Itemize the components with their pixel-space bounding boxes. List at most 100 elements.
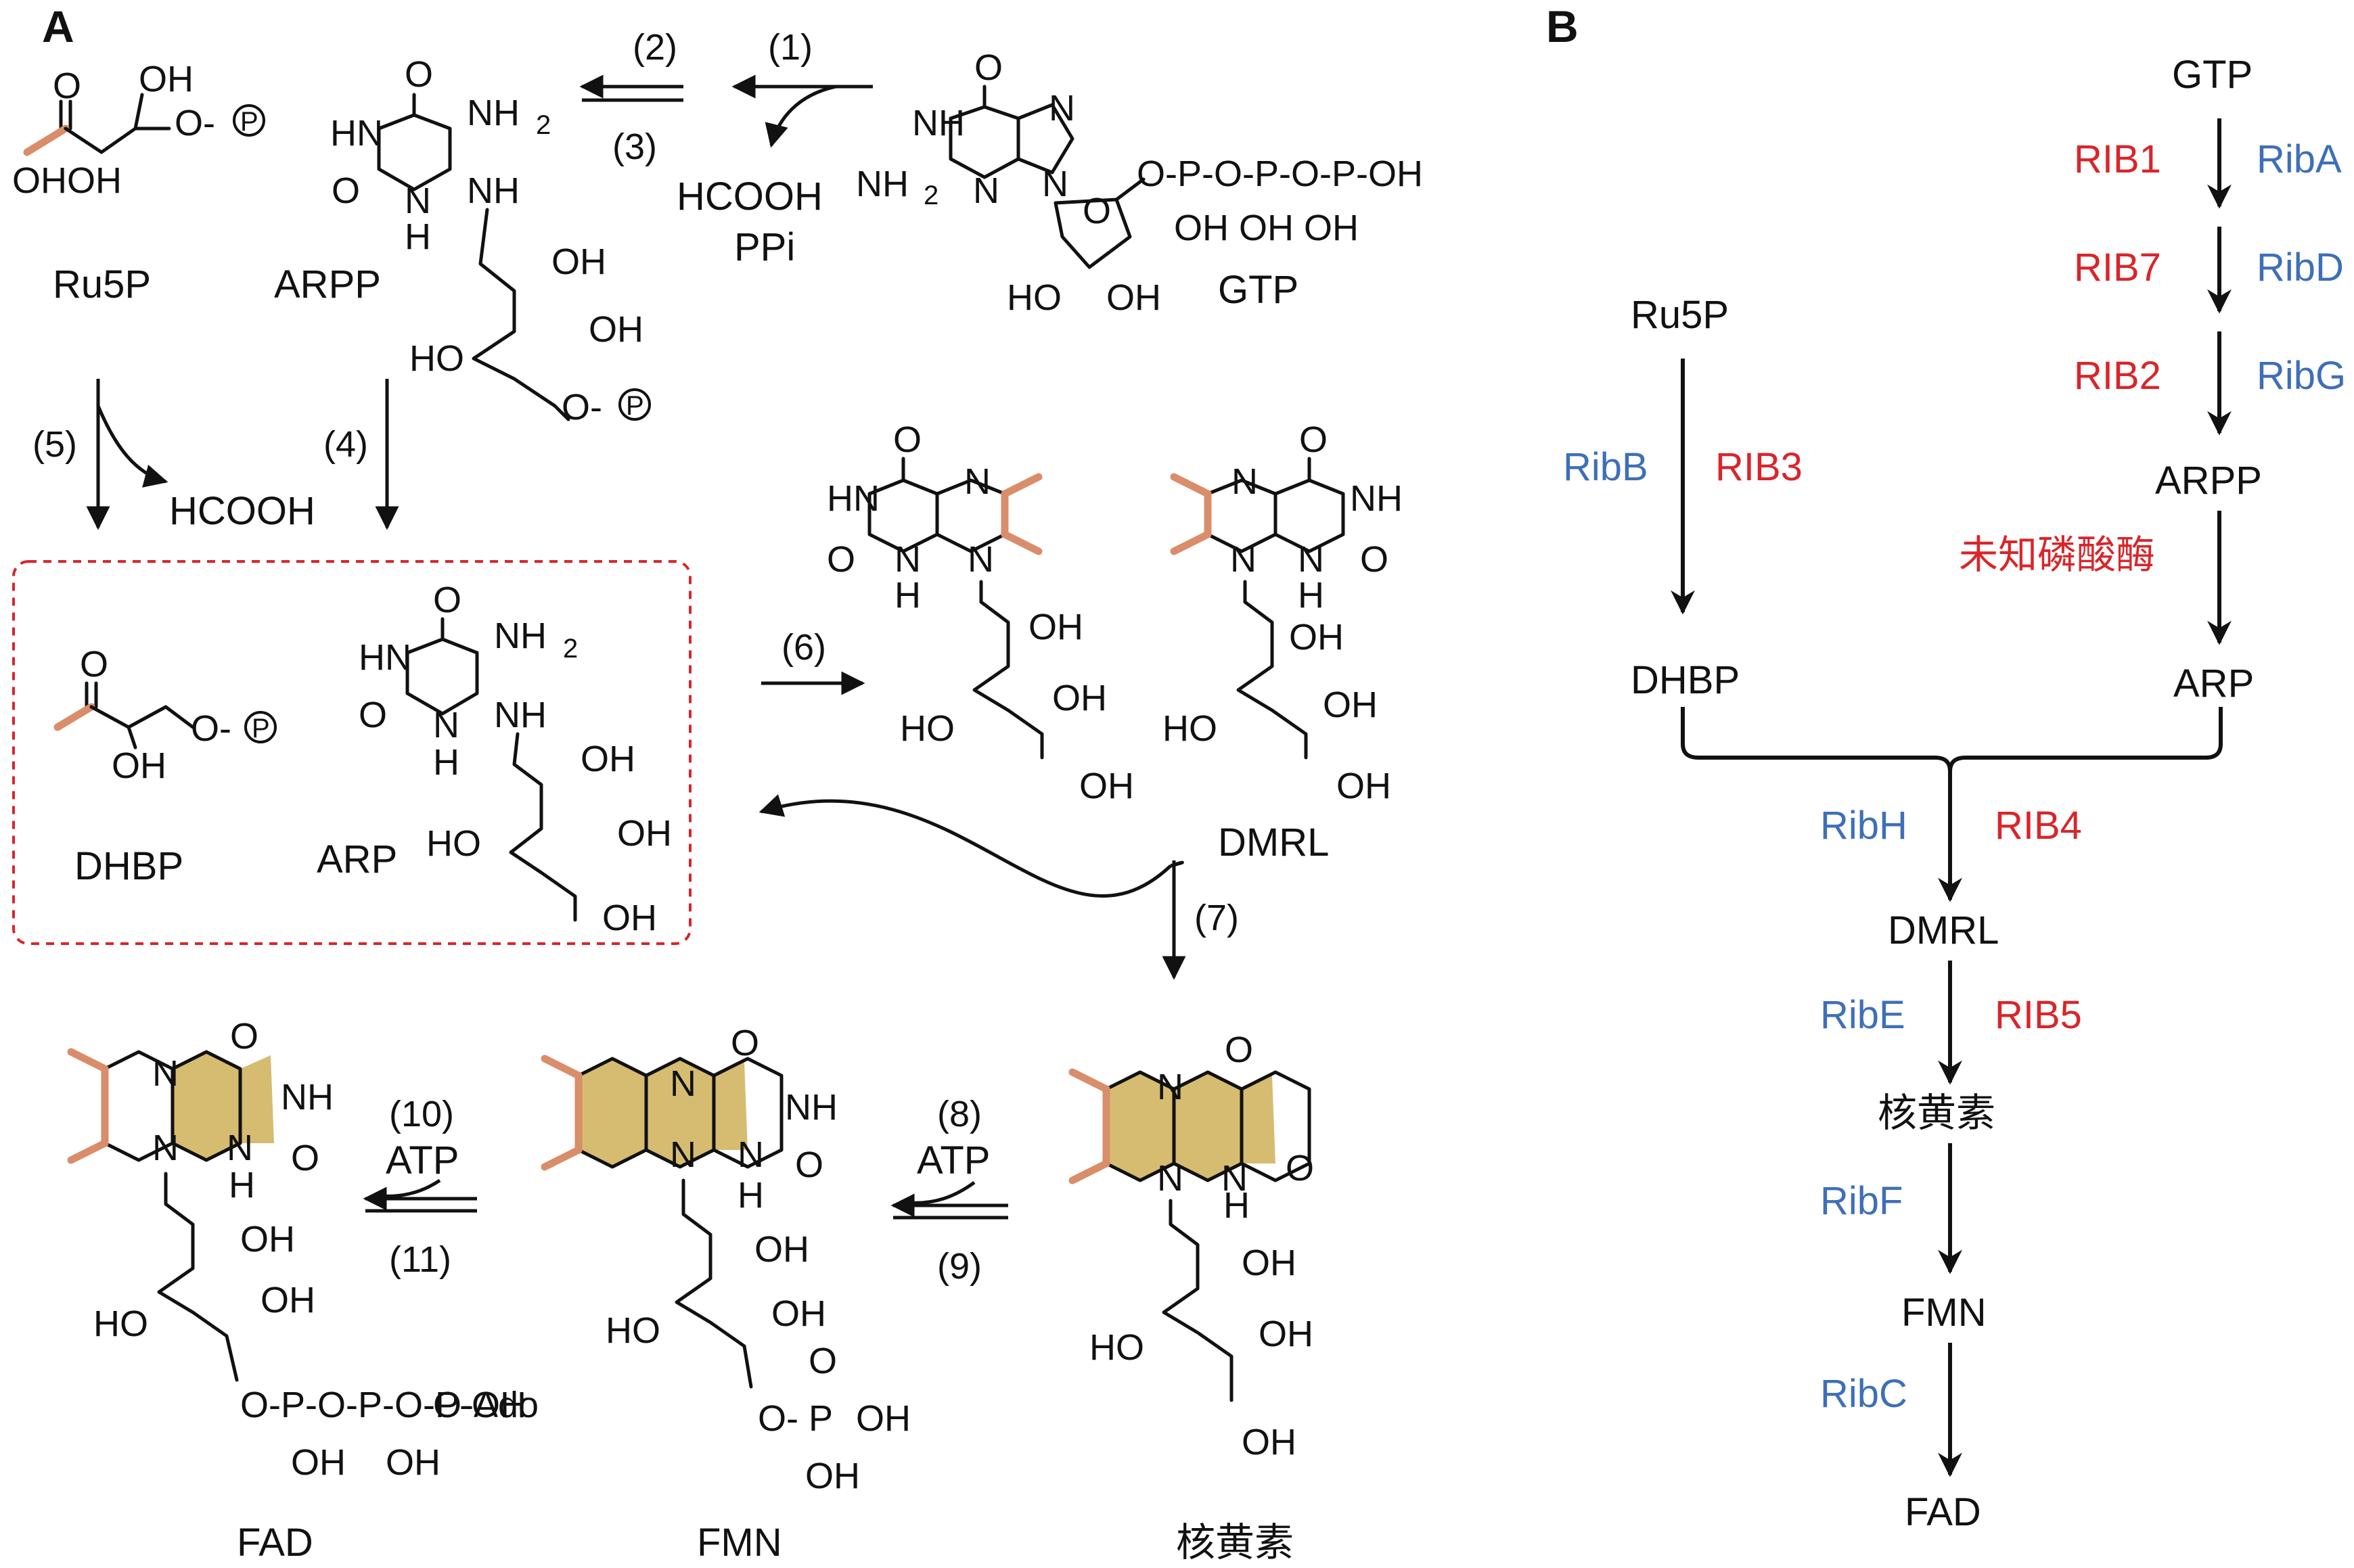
dmrl1-oh-3: OH bbox=[1079, 766, 1134, 806]
gtp-phosphate-chain: O-P-O-P-O-P-OH bbox=[1137, 154, 1423, 194]
fad-n1: N bbox=[227, 1128, 253, 1168]
b-dmrl: DMRL bbox=[1888, 908, 1999, 952]
b-gtp: GTP bbox=[2172, 53, 2253, 97]
dmrl2-o-right: O bbox=[1360, 539, 1388, 580]
dhbp-op: O- bbox=[191, 708, 231, 749]
dmrl1-h: H bbox=[895, 575, 921, 616]
dmrl1-o-left: O bbox=[827, 539, 855, 580]
step-5: (5) bbox=[32, 424, 77, 465]
arp-structure: O HN NH 2 O NH N H OH OH HO OH bbox=[359, 580, 672, 938]
dhbp-structure: O O- P OH bbox=[53, 644, 277, 786]
step-4: (4) bbox=[323, 424, 368, 465]
fad-p-oh-1: OH bbox=[291, 1442, 346, 1483]
ru5p-p-circle: P bbox=[240, 107, 258, 137]
ru5p-oh-top: OH bbox=[139, 59, 194, 99]
arpp-hn: HN bbox=[330, 113, 383, 154]
b-ribe: RibE bbox=[1820, 993, 1905, 1037]
step-2: (2) bbox=[633, 27, 677, 68]
arpp-nh2: NH bbox=[467, 93, 520, 133]
arp-n: N bbox=[433, 705, 459, 745]
fad-o-right: O bbox=[291, 1138, 319, 1178]
dhbp-p-circle: P bbox=[252, 714, 270, 743]
arpp-nh2-sub: 2 bbox=[536, 110, 551, 140]
step-1: (1) bbox=[768, 27, 813, 68]
gtp-ring-o: O bbox=[1083, 191, 1111, 231]
fmn-p-o: O bbox=[809, 1341, 837, 1381]
b-rib2: RIB2 bbox=[2074, 354, 2161, 398]
arp-nh: NH bbox=[494, 695, 547, 735]
fad-label: FAD bbox=[237, 1521, 313, 1565]
dmrl1-ho: HO bbox=[900, 708, 955, 749]
fmn-h: H bbox=[738, 1175, 764, 1216]
dmrl2-n5: N bbox=[1231, 461, 1258, 502]
gtp-structure: O NH N NH 2 N N O O-P-O-P-O-P-OH OH OH O… bbox=[856, 47, 1423, 318]
arpp-o-top: O bbox=[405, 54, 433, 95]
arpp-structure: O HN NH 2 O NH N H OH OH HO O- P bbox=[330, 54, 651, 428]
b-arpp: ARPP bbox=[2155, 459, 2262, 503]
rf-n10: N bbox=[1157, 1158, 1183, 1199]
dmrl2-ho: HO bbox=[1162, 708, 1217, 749]
gtp-phosphate-oh: OH OH OH bbox=[1174, 208, 1359, 248]
b-ribd: RibD bbox=[2257, 246, 2344, 290]
rf-oh-2: OH bbox=[1259, 1314, 1313, 1354]
fmn-o-right: O bbox=[795, 1145, 823, 1185]
arp-o-left: O bbox=[359, 695, 387, 735]
ru5p-label: Ru5P bbox=[53, 262, 151, 306]
dmrl1-hn: HN bbox=[827, 478, 880, 519]
arp-o-top: O bbox=[433, 580, 461, 620]
fmn-oh-2: OH bbox=[771, 1293, 826, 1334]
dhbp-label: DHBP bbox=[74, 844, 183, 888]
b-rib1: RIB1 bbox=[2074, 137, 2161, 181]
riboflavin-structure: O N N N O H OH OH HO OH bbox=[1068, 1030, 1314, 1462]
b-ribh: RibH bbox=[1820, 804, 1907, 848]
rf-n5: N bbox=[1157, 1067, 1183, 1107]
b-fmn: FMN bbox=[1901, 1291, 1987, 1335]
arp-ho: HO bbox=[426, 823, 481, 864]
gtp-n9: N bbox=[1042, 164, 1068, 204]
fad-oh-1: OH bbox=[240, 1219, 295, 1260]
dmrl2-n1: N bbox=[1298, 539, 1324, 580]
b-arp: ARP bbox=[2173, 662, 2254, 706]
b-rib7: RIB7 bbox=[2074, 246, 2161, 290]
dmrl1-n5: N bbox=[964, 461, 991, 502]
b-ru5p: Ru5P bbox=[1631, 293, 1729, 337]
fad-structure: O N NH N N O H OH OH HO O-P-O-P-O-P-OH O… bbox=[67, 1016, 539, 1483]
arpp-label: ARPP bbox=[274, 262, 381, 306]
dmrl2-n8: N bbox=[1230, 539, 1257, 580]
fmn-structure: O N NH N N O H OH OH HO O- P O OH OH bbox=[541, 1023, 911, 1496]
arpp-ho: HO bbox=[409, 338, 464, 379]
rf-o-top: O bbox=[1225, 1030, 1253, 1070]
arpp-nh: NH bbox=[467, 170, 520, 211]
step-8: (8) bbox=[937, 1094, 982, 1134]
arpp-n: N bbox=[405, 181, 431, 221]
dmrl-structure-1: O HN N O N N H OH OH HO OH bbox=[827, 419, 1134, 806]
dmrl-label: DMRL bbox=[1218, 821, 1329, 864]
panel-b-label: B bbox=[1546, 1, 1579, 51]
gtp-o: O bbox=[974, 47, 1003, 88]
b-rib5: RIB5 bbox=[1995, 993, 2082, 1037]
b-rib3: RIB3 bbox=[1715, 445, 1803, 489]
fad-ado: O-Ado bbox=[433, 1385, 539, 1425]
arpp-oh-2: OH bbox=[589, 309, 643, 350]
dmrl2-oh-3: OH bbox=[1336, 766, 1391, 806]
hcooh-5: HCOOH bbox=[169, 489, 315, 533]
b-ribb: RibB bbox=[1563, 445, 1648, 489]
ru5p-o-phosphate: O- bbox=[175, 103, 215, 143]
fmn-label: FMN bbox=[697, 1521, 782, 1565]
dmrl1-oh-2: OH bbox=[1052, 678, 1107, 718]
ru5p-structure: O OH OHOH O- P bbox=[12, 59, 265, 201]
dhbp-oxo: O bbox=[80, 644, 108, 685]
fmn-ho: HO bbox=[606, 1310, 660, 1351]
arpp-o-left: O bbox=[332, 170, 360, 211]
fad-h: H bbox=[229, 1165, 255, 1205]
fad-oh-2: OH bbox=[261, 1280, 315, 1320]
dmrl1-oh-1: OH bbox=[1028, 607, 1083, 647]
dmrl2-nh: NH bbox=[1350, 478, 1403, 519]
fad-p-oh-2: OH bbox=[386, 1442, 440, 1483]
gtp-label: GTP bbox=[1218, 268, 1298, 312]
gtp-ho: HO bbox=[1007, 277, 1062, 318]
step-10: (10) bbox=[389, 1094, 454, 1134]
rf-ho: HO bbox=[1089, 1327, 1144, 1368]
dmrl2-o-top: O bbox=[1299, 419, 1328, 460]
